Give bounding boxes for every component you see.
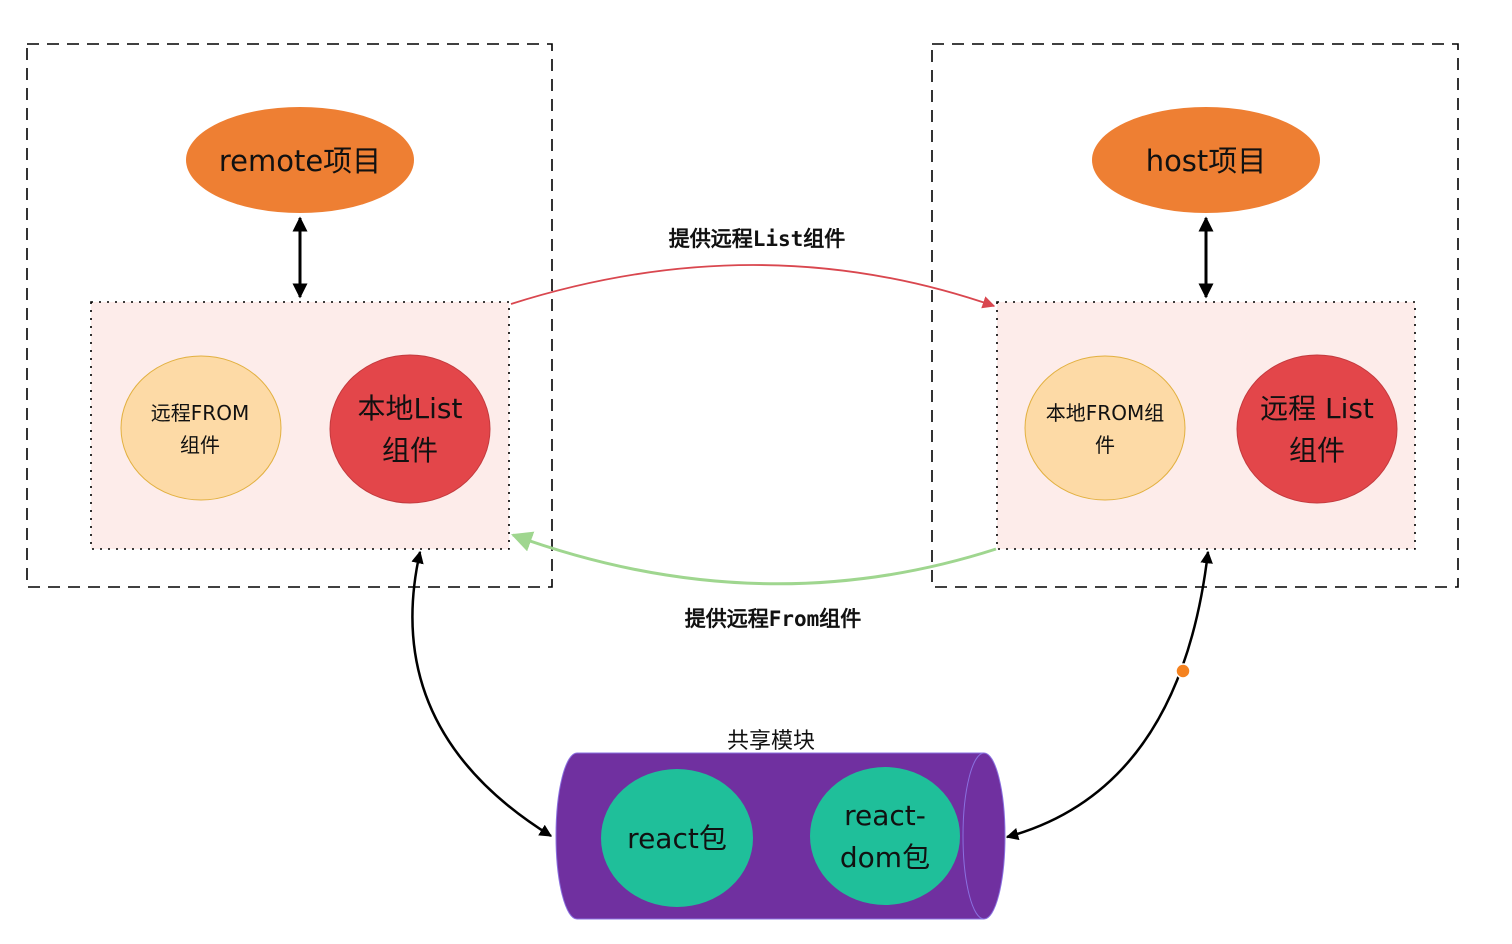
remote-outer-dashed-box bbox=[26, 43, 553, 588]
remote-from-component-label-line1: 远程FROM bbox=[151, 401, 249, 425]
react-package-label: react包 bbox=[627, 822, 727, 855]
remote-from-component-node[interactable] bbox=[120, 355, 282, 501]
react-package-node[interactable] bbox=[601, 769, 753, 907]
provide-from-label: 提供远程From组件 bbox=[685, 607, 862, 631]
local-from-component-label-line2: 件 bbox=[1095, 433, 1115, 457]
connection-waypoint-dot[interactable] bbox=[1175, 663, 1191, 679]
host-project-label: host项目 bbox=[1146, 144, 1267, 178]
provide-list-label: 提供远程List组件 bbox=[669, 227, 846, 251]
remote-from-component-label-line2: 组件 bbox=[180, 433, 220, 457]
remote-project-node[interactable] bbox=[186, 107, 414, 213]
remote-container: remote项目 远程FROM 组件 本地List 组件 bbox=[26, 43, 553, 588]
remote-list-component-node[interactable] bbox=[1236, 354, 1398, 504]
provide-from-arrow bbox=[511, 531, 997, 586]
provide-list-arrow bbox=[510, 264, 996, 309]
local-from-component-node[interactable] bbox=[1024, 355, 1186, 501]
shared-module: 共享模块 react包 react- dom包 bbox=[555, 729, 1006, 920]
react-dom-package-node[interactable] bbox=[810, 767, 960, 905]
local-from-component-label-line1: 本地FROM组 bbox=[1046, 401, 1164, 425]
remote-shared-link bbox=[411, 550, 553, 838]
host-shared-link bbox=[1005, 550, 1213, 841]
remote-list-component-label-line1: 远程 List bbox=[1260, 392, 1374, 425]
shared-module-title: 共享模块 bbox=[727, 729, 815, 754]
shared-module-cylinder-end bbox=[962, 752, 985, 920]
react-dom-package-label-line1: react- bbox=[844, 799, 926, 832]
local-list-component-label-line1: 本地List bbox=[358, 392, 463, 425]
host-project-node[interactable] bbox=[1092, 107, 1320, 213]
react-dom-package-label-line2: dom包 bbox=[840, 841, 930, 874]
host-container: host项目 本地FROM组 件 远程 List 组件 bbox=[931, 43, 1459, 588]
local-list-component-label-line2: 组件 bbox=[382, 434, 438, 467]
remote-list-component-label-line2: 组件 bbox=[1289, 434, 1345, 467]
remote-project-label: remote项目 bbox=[219, 144, 381, 178]
local-list-component-node[interactable] bbox=[329, 354, 491, 504]
